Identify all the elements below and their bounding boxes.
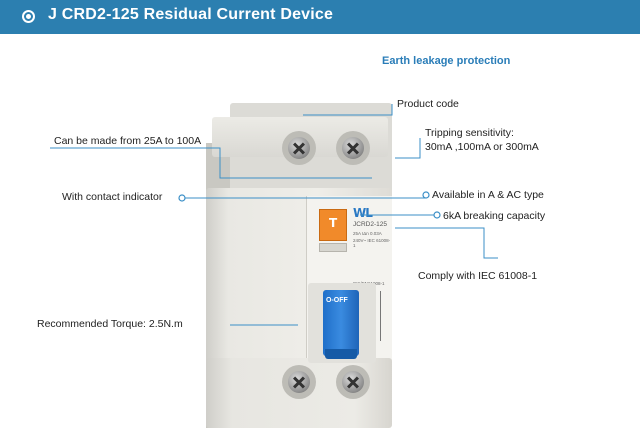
callout-comply: Comply with IEC 61008-1 — [418, 270, 538, 282]
spec-line-2: 240V~ IEC 61008-1 — [353, 238, 391, 248]
callout-made-from: Can be made from 25A to 100A — [54, 135, 202, 147]
callout-contact-indicator: With contact indicator — [62, 191, 163, 203]
callout-product-code: Product code — [397, 98, 459, 110]
header-bar: J CRD2-125 Residual Current Device — [0, 0, 640, 34]
callout-tripping-title: Tripping sensitivity: — [425, 127, 514, 139]
rcd-device-image: T WL JCRD2-125 25A IΔn 0.03A 240V~ IEC 6… — [206, 103, 392, 428]
contact-indicator: T — [319, 209, 347, 241]
header-bullet-icon — [22, 10, 35, 23]
bottom-right-screw-icon — [340, 369, 366, 395]
toggle-lever — [323, 290, 359, 356]
model-label: JCRD2-125 — [353, 221, 387, 228]
circuit-diagram-icon — [380, 291, 392, 341]
callout-available-types: Available in A & AC type — [432, 189, 544, 201]
top-left-screw-icon — [286, 135, 312, 161]
brand-logo: WL — [353, 206, 373, 220]
callout-tripping-values: 30mA ,100mA or 300mA — [425, 141, 539, 153]
callout-torque: Recommended Torque: 2.5N.m — [37, 318, 183, 330]
bottom-left-screw-icon — [286, 369, 312, 395]
spec-line-1: 25A IΔn 0.03A — [353, 231, 382, 236]
page-title: J CRD2-125 Residual Current Device — [48, 6, 334, 23]
lever-label: O-OFF — [326, 297, 348, 304]
test-button — [319, 243, 347, 252]
subtitle: Earth leakage protection — [382, 55, 511, 67]
top-right-screw-icon — [340, 135, 366, 161]
callout-breaking-capacity: 6kA breaking capacity — [443, 210, 546, 222]
